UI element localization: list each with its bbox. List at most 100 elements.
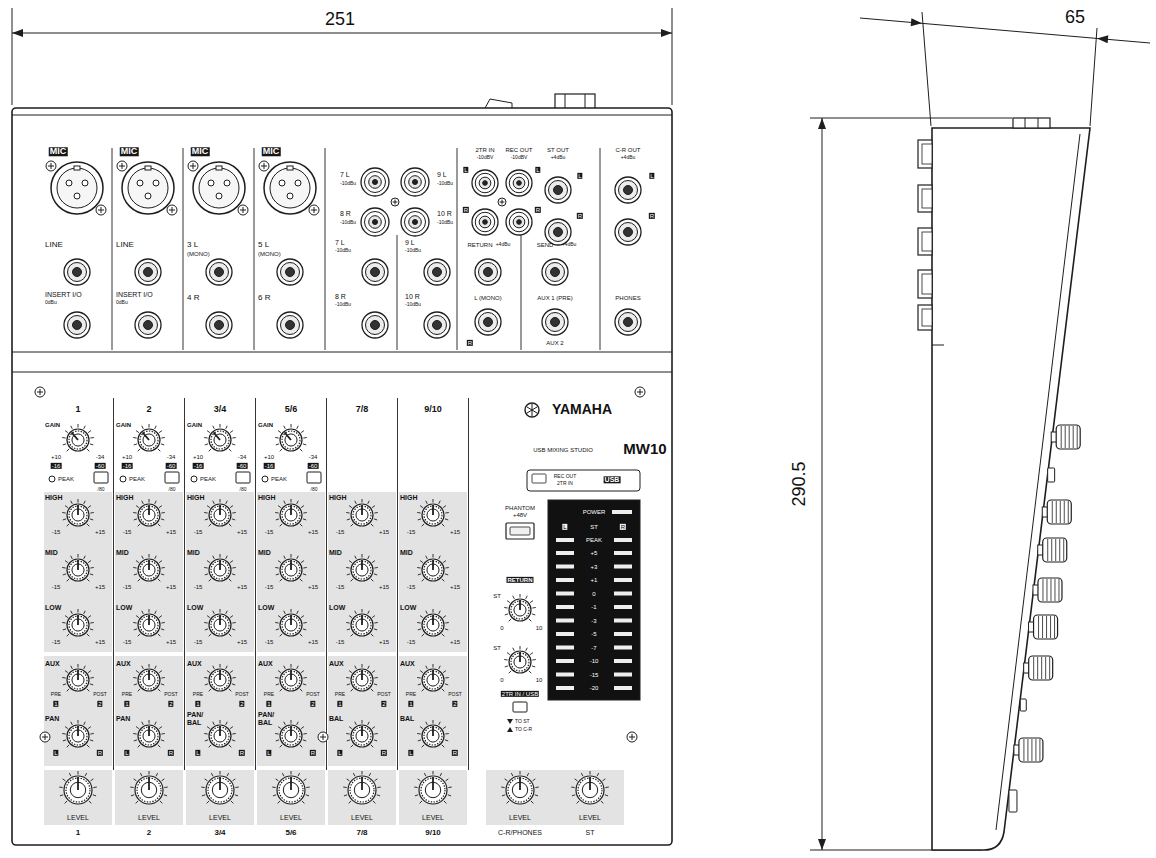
panel-label: GAIN <box>187 422 202 429</box>
knob-tick <box>229 689 231 691</box>
knob-tick <box>136 616 139 618</box>
rca-jack <box>506 209 532 235</box>
jack-ring <box>64 312 90 338</box>
rotary-knob <box>275 424 307 451</box>
knob-tick <box>300 579 302 581</box>
panel-label: -15 <box>123 584 132 591</box>
knob-body <box>280 559 302 581</box>
section-divider <box>183 148 184 350</box>
screw-head <box>391 198 399 206</box>
knob-tick <box>291 609 292 613</box>
panel-label: 0dBu <box>45 300 57 306</box>
dimension-arrowhead <box>1097 35 1108 43</box>
side-panel-edge <box>996 134 1080 830</box>
pad-switch <box>236 472 250 483</box>
panel-label: 2 <box>168 701 173 707</box>
jack-hole <box>215 268 224 277</box>
knob-ridge <box>1045 657 1046 679</box>
knob-tick <box>205 574 208 575</box>
knob-pointer <box>77 615 79 625</box>
panel-label: +15 <box>95 639 105 646</box>
rotary-knob <box>414 771 452 804</box>
knob-tick <box>278 616 281 618</box>
meter-led <box>614 551 632 555</box>
panel-label: 5 L <box>258 241 269 250</box>
logo-mark <box>527 407 537 413</box>
knob-pointer <box>432 615 434 625</box>
panel-label: -15 <box>123 529 132 536</box>
knob-body <box>209 559 231 581</box>
knob-pointer <box>290 670 292 680</box>
knob-body <box>67 614 89 636</box>
jack-ring <box>542 259 568 285</box>
panel-label: -15 <box>590 671 599 678</box>
knob-knurl <box>421 778 445 802</box>
rotary-knob <box>133 424 165 451</box>
knob-knurl <box>424 561 442 579</box>
section-divider <box>325 148 326 350</box>
knob-tick <box>351 745 353 747</box>
knob-tick <box>67 524 69 526</box>
knob-tick <box>71 556 73 559</box>
knob-tick <box>158 634 160 636</box>
rotary-knob <box>275 664 307 691</box>
knob-tick <box>502 795 505 796</box>
usb-keyboard-icon <box>532 474 546 483</box>
peak-led <box>49 476 55 482</box>
knob-knurl <box>424 616 442 634</box>
knob-tick <box>284 722 286 725</box>
panel-label: 1 <box>337 701 342 707</box>
panel-label: 0 <box>500 677 503 684</box>
panel-label: GAIN <box>258 422 273 429</box>
phone-jack <box>475 309 501 335</box>
knob-pointer <box>143 432 149 440</box>
knob-cap <box>1056 425 1080 449</box>
knob-tick <box>90 740 93 741</box>
jack-ring <box>206 312 232 338</box>
xlr-key <box>145 166 151 170</box>
knob-ridge <box>1033 657 1034 679</box>
knob-knurl <box>578 778 602 802</box>
knob-tick <box>603 779 606 781</box>
knob-knurl <box>211 616 229 634</box>
knob-tick <box>368 611 370 614</box>
panel-label: L <box>463 167 468 173</box>
knob-tick <box>213 426 215 429</box>
panel-label: AUX <box>258 660 273 668</box>
panel-label: LINE <box>45 241 63 250</box>
meter-led <box>614 592 632 596</box>
knob-tick <box>226 611 228 614</box>
knob-tick <box>138 449 140 451</box>
knob-knurl <box>282 727 300 745</box>
knob-tick <box>220 771 221 775</box>
knob-tick <box>278 506 281 508</box>
panel-label: 10 R <box>405 293 420 301</box>
jack-hole <box>484 318 493 327</box>
side-rear-jack-ring <box>922 144 932 164</box>
panel-label: MIC <box>191 147 210 156</box>
knob-knurl <box>208 778 232 802</box>
jack-hole <box>433 321 442 330</box>
knob-body <box>280 614 302 636</box>
panel-label: R <box>535 207 541 213</box>
knob-tick <box>577 801 579 803</box>
jack-nut <box>366 263 385 282</box>
jack-nut <box>549 181 568 200</box>
knob-tick <box>205 629 208 630</box>
extension-line <box>1090 28 1097 126</box>
knob-tick <box>513 596 515 599</box>
screw-head <box>46 161 56 171</box>
panel-label: +10 <box>264 454 274 461</box>
knob-ridge <box>1050 579 1051 601</box>
knob-knurl <box>211 431 229 449</box>
knob-tick <box>375 779 378 781</box>
panel-label: 7 L <box>335 239 345 247</box>
knob-tick <box>71 722 73 725</box>
dimension-arrowhead <box>818 118 826 129</box>
knob-tick <box>303 622 306 624</box>
knob-tick <box>303 437 306 439</box>
knob-tick <box>344 795 347 796</box>
knob-pointer <box>72 432 78 440</box>
knob-body <box>138 614 160 636</box>
knob-tick <box>207 671 210 673</box>
